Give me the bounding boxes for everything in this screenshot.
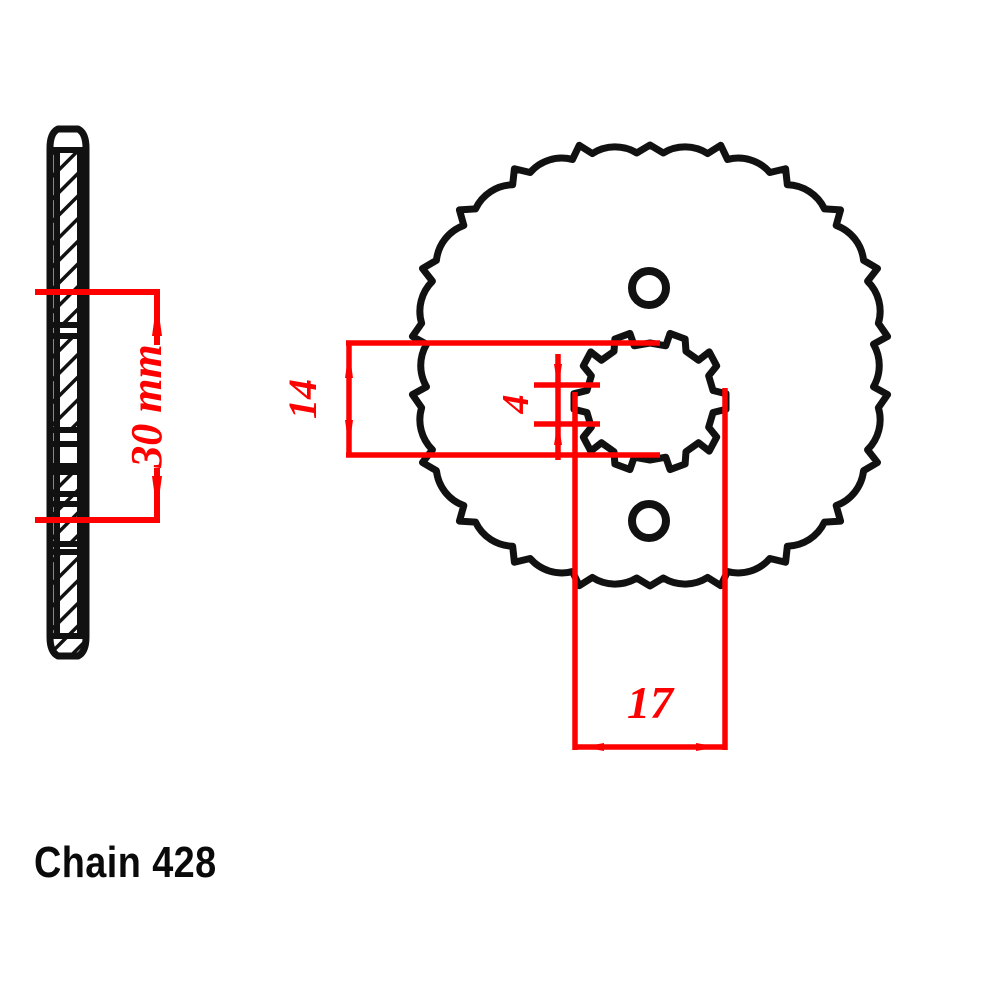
chain-size-label: Chain 428 [34,838,217,887]
splined-bore [570,329,730,474]
outer-bore-dimension-arrows [582,743,718,751]
thickness-dimension-label: 30 mm [122,344,171,468]
inner-bore-dimension-arrows [345,350,353,448]
side-section-wall-lines [54,150,83,636]
bolt-hole-lower [628,500,670,542]
spline-depth-dimension-label: 4 [495,395,537,415]
side-section-view: 30 mm [35,125,171,660]
thickness-dimension-arrows [152,300,162,512]
outer-bore-dimension-label: 17 [627,677,675,728]
side-section-outline [46,125,90,660]
front-sprocket-view: 14 4 17 [280,141,892,751]
spline-depth-dimension-arrows [554,364,562,445]
inner-bore-dimension-label: 14 [280,379,325,419]
bolt-hole-upper [628,267,670,309]
